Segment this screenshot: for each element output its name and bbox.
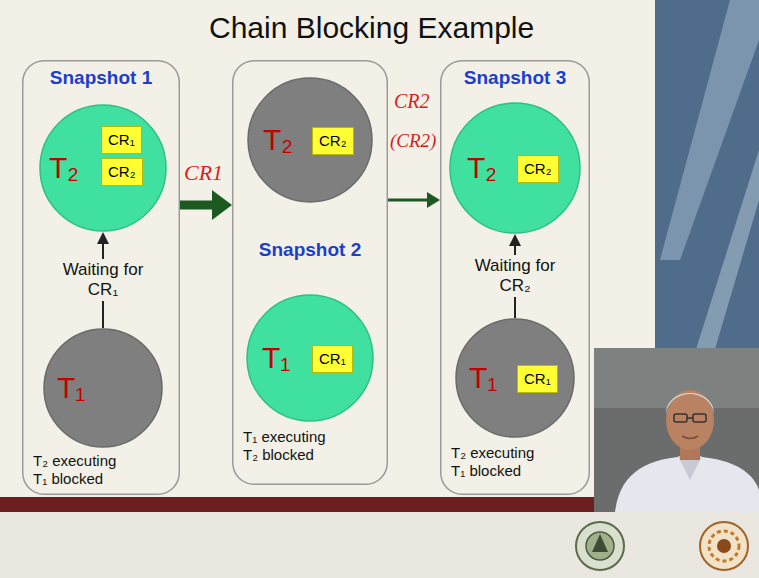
snapshot-heading: Snapshot 1 [22, 66, 180, 90]
footer-strip [0, 512, 759, 578]
connector-line [180, 201, 213, 210]
snapshot-heading: Snapshot 3 [440, 66, 590, 90]
slide-title: Chain Blocking Example [209, 10, 534, 46]
institute-logo [576, 522, 624, 570]
resource-box: CR₂ [517, 155, 559, 183]
edge-label: Waiting for CR₁ [50, 259, 156, 301]
resource-box: CR₂ [312, 127, 354, 155]
resource-box: CR₁ [101, 126, 142, 154]
task-name: T₂ [49, 150, 79, 186]
status-text: T₂ executing T₁ blocked [33, 452, 129, 488]
task-circle: T₁ CR₁ [455, 318, 575, 438]
resource-name: CR₂ [524, 160, 552, 177]
resource-box: CR₁ [517, 365, 558, 393]
resource-name: CR₂ [319, 132, 347, 149]
arrow-head [427, 192, 440, 208]
task-circle: T₂ CR₂ [449, 102, 581, 234]
resource-name: CR₂ [108, 163, 136, 180]
task-name: T₁ [57, 370, 85, 406]
resource-name: CR₁ [108, 131, 135, 148]
task-circle: T₁ CR₁ [246, 294, 374, 422]
status-text: T₁ executing T₂ blocked [243, 428, 339, 464]
resource-name: CR₁ [524, 370, 551, 387]
circle-fill [40, 105, 166, 231]
task-circle: T₂ CR₂ [247, 77, 373, 203]
task-name: T₁ [469, 360, 497, 396]
circle-fill [456, 319, 574, 437]
lecturer-photo [594, 348, 759, 512]
handwritten-note: (CR2) [390, 130, 436, 152]
connector [388, 192, 440, 208]
edge-label: Waiting for CR₂ [462, 255, 568, 297]
task-circle: T₂ CR₁ CR₂ [39, 104, 167, 232]
task-name: T₁ [262, 340, 290, 376]
circle-fill [248, 78, 372, 202]
resource-box: CR₁ [312, 345, 353, 373]
snapshot-heading: Snapshot 2 [232, 238, 388, 262]
nptel-logo [700, 522, 748, 570]
task-name: T₂ [467, 150, 497, 186]
arrow-head [509, 234, 521, 246]
circle-fill [450, 103, 580, 233]
connector [180, 190, 232, 220]
arrow-head [97, 232, 109, 244]
connector-line [388, 199, 428, 202]
handwritten-note: CR2 [394, 90, 430, 113]
status-text: T₂ executing T₁ blocked [451, 444, 547, 480]
resource-name: CR₁ [319, 350, 346, 367]
task-circle: T₁ [43, 328, 163, 448]
circle-fill [44, 329, 162, 447]
circle-fill [247, 295, 373, 421]
snapshot-panel: Snapshot 2 T₁ executing T₂ blocked T₂ CR₂ T₁… [232, 60, 388, 485]
task-name: T₂ [263, 122, 293, 158]
handwritten-note: CR1 [184, 160, 223, 186]
arrow-head [212, 190, 232, 220]
resource-box: CR₂ [101, 158, 143, 186]
